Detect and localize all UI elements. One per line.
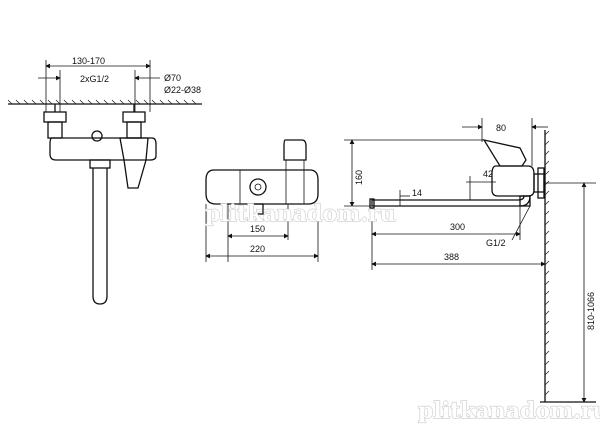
dim-offset-42: 42 xyxy=(483,169,493,179)
dim-height: 160 xyxy=(354,170,364,185)
side-body xyxy=(491,165,535,197)
dim-inner: 150 xyxy=(250,224,265,234)
left-view: 130-170 2xG1/2 Ø70 Ø22-Ø38 xyxy=(7,56,202,305)
dim-handle: 80 xyxy=(496,123,506,133)
mixer-body xyxy=(49,137,157,161)
dim-pipe-range: Ø22-Ø38 xyxy=(164,85,201,95)
front-body xyxy=(205,169,319,205)
front-view: 150 220 xyxy=(205,139,319,262)
diverter-knob xyxy=(249,178,267,196)
dim-spout: 300 xyxy=(450,222,465,232)
dim-diameter: Ø70 xyxy=(164,73,181,83)
side-lever xyxy=(482,139,527,167)
front-lever xyxy=(283,139,307,161)
dim-mount-height: 810-1066 xyxy=(586,292,596,330)
right-eccentric xyxy=(122,111,146,123)
dim-side-thread: G1/2 xyxy=(486,238,506,248)
dim-offset-14: 14 xyxy=(412,188,422,198)
side-view: 80 160 14 42 300 G1/2 388 810-1066 xyxy=(344,118,596,403)
watermark-center: plitkanadom.ru xyxy=(205,201,396,227)
mixer-lever xyxy=(119,137,149,189)
dim-outer: 220 xyxy=(250,244,265,254)
watermark-bottom: plitkanadom.ru xyxy=(418,398,600,424)
side-spout xyxy=(371,195,531,207)
dim-total: 388 xyxy=(444,252,459,262)
wall-flange xyxy=(537,167,545,199)
spout-vertical xyxy=(92,168,108,305)
dim-thread: 2xG1/2 xyxy=(80,74,109,84)
dim-spacing: 130-170 xyxy=(72,56,105,66)
left-eccentric xyxy=(43,111,67,123)
wall-hatch-top xyxy=(7,99,202,105)
